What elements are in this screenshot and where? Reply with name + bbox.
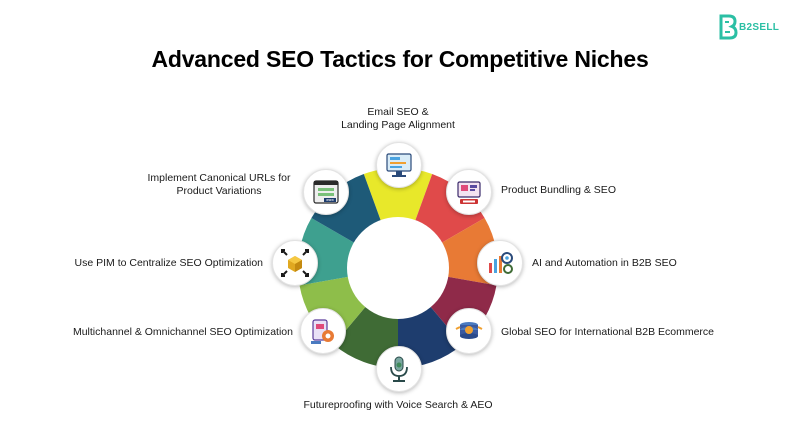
email-landing-page-icon xyxy=(376,142,422,188)
pim-cube-icon xyxy=(272,240,318,286)
canonical-url-icon: www xyxy=(303,169,349,215)
tactic-label-pim: Use PIM to Centralize SEO Optimization xyxy=(74,257,263,269)
tactic-label-global-seo: Global SEO for International B2B Ecommer… xyxy=(501,326,715,338)
brand-logo: B2SELL xyxy=(718,14,788,44)
svg-text:www: www xyxy=(326,198,334,202)
ai-automation-icon xyxy=(477,240,523,286)
tactic-label-voice-search: Futureproofing with Voice Search & AEO xyxy=(303,399,493,411)
multichannel-icon xyxy=(300,308,346,354)
tactic-label-multichannel: Multichannel & Omnichannel SEO Optimizat… xyxy=(72,326,293,338)
tactic-label-canonical-urls: Implement Canonical URLs for Product Var… xyxy=(147,172,291,197)
product-bundling-icon xyxy=(446,169,492,215)
brand-name: B2SELL xyxy=(739,22,780,33)
global-seo-icon xyxy=(446,308,492,354)
brand-logo-icon xyxy=(719,14,738,40)
tactic-label-product-bundling: Product Bundling & SEO xyxy=(501,184,616,196)
tactic-label-email-seo: Email SEO & Landing Page Alignment xyxy=(341,106,455,131)
voice-search-icon xyxy=(376,346,422,392)
wheel-center-hole xyxy=(347,217,449,319)
tactic-label-ai-automation: AI and Automation in B2B SEO xyxy=(532,257,677,269)
page-title: Advanced SEO Tactics for Competitive Nic… xyxy=(151,46,649,72)
